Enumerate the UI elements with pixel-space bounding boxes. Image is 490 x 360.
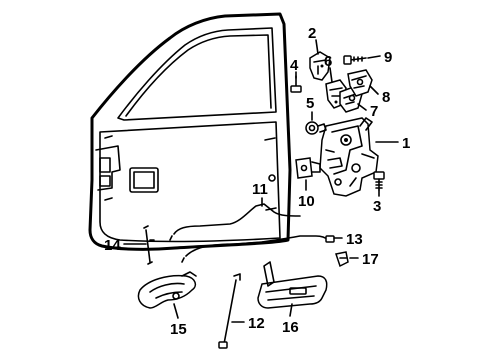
bushing-part	[305, 121, 327, 135]
callout-12: 12	[248, 315, 265, 332]
clip-part-17	[335, 251, 349, 268]
handle-rod-part-13	[181, 235, 335, 263]
callout-15: 15	[170, 321, 187, 338]
callout-17: 17	[362, 251, 379, 268]
callout-labels: 2 4 6 9 8 7 5 1 10 3 11 13 14 17 15 12 1…	[104, 25, 410, 338]
callout-13: 13	[346, 231, 363, 248]
callout-5: 5	[306, 95, 314, 112]
callout-7: 7	[370, 103, 378, 120]
callout-8: 8	[382, 89, 390, 106]
door-lock-assembly	[319, 117, 379, 197]
callout-3: 3	[373, 198, 381, 215]
callout-11: 11	[252, 181, 268, 198]
callout-9: 9	[384, 49, 392, 66]
bolt-part-3	[373, 171, 385, 191]
striker-part	[295, 157, 321, 179]
lock-rod-part-11	[169, 203, 301, 241]
callout-16: 16	[282, 319, 299, 336]
rod-part-12	[218, 273, 241, 349]
screw-part-9	[343, 55, 367, 65]
callout-14: 14	[104, 237, 121, 254]
outside-handle-part	[257, 261, 328, 309]
callout-10: 10	[298, 193, 315, 210]
door-shell	[88, 12, 292, 251]
callout-4: 4	[290, 57, 299, 74]
rod-clip-part-14	[143, 225, 155, 265]
actuator-bracket-part-8	[347, 69, 373, 97]
callout-2: 2	[308, 25, 316, 42]
rod-clip-part	[309, 51, 331, 81]
inside-handle-part	[137, 271, 197, 309]
leader-lines	[123, 39, 399, 323]
callout-6: 6	[324, 53, 332, 70]
callout-1: 1	[402, 135, 410, 152]
